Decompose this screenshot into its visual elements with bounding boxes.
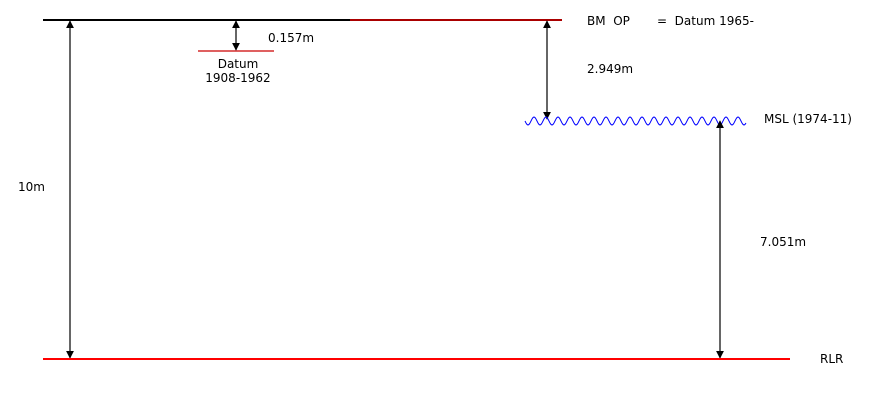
total-height-label: 10m: [18, 180, 45, 194]
datum-1965-label: = Datum 1965-: [657, 14, 754, 28]
msl-to-rlr-label: 7.051m: [760, 235, 806, 249]
datum-offset-label: 0.157m: [268, 31, 314, 45]
old-datum-label-line2: 1908-1962: [205, 71, 270, 85]
rlr-label: RLR: [820, 352, 843, 366]
old-datum-label-line1: Datum: [218, 57, 259, 71]
bm-op-label: BM OP: [587, 14, 630, 28]
bm-to-msl-label: 2.949m: [587, 62, 633, 76]
msl-label: MSL (1974-11): [764, 112, 852, 126]
msl-wave-line: [524, 116, 747, 126]
